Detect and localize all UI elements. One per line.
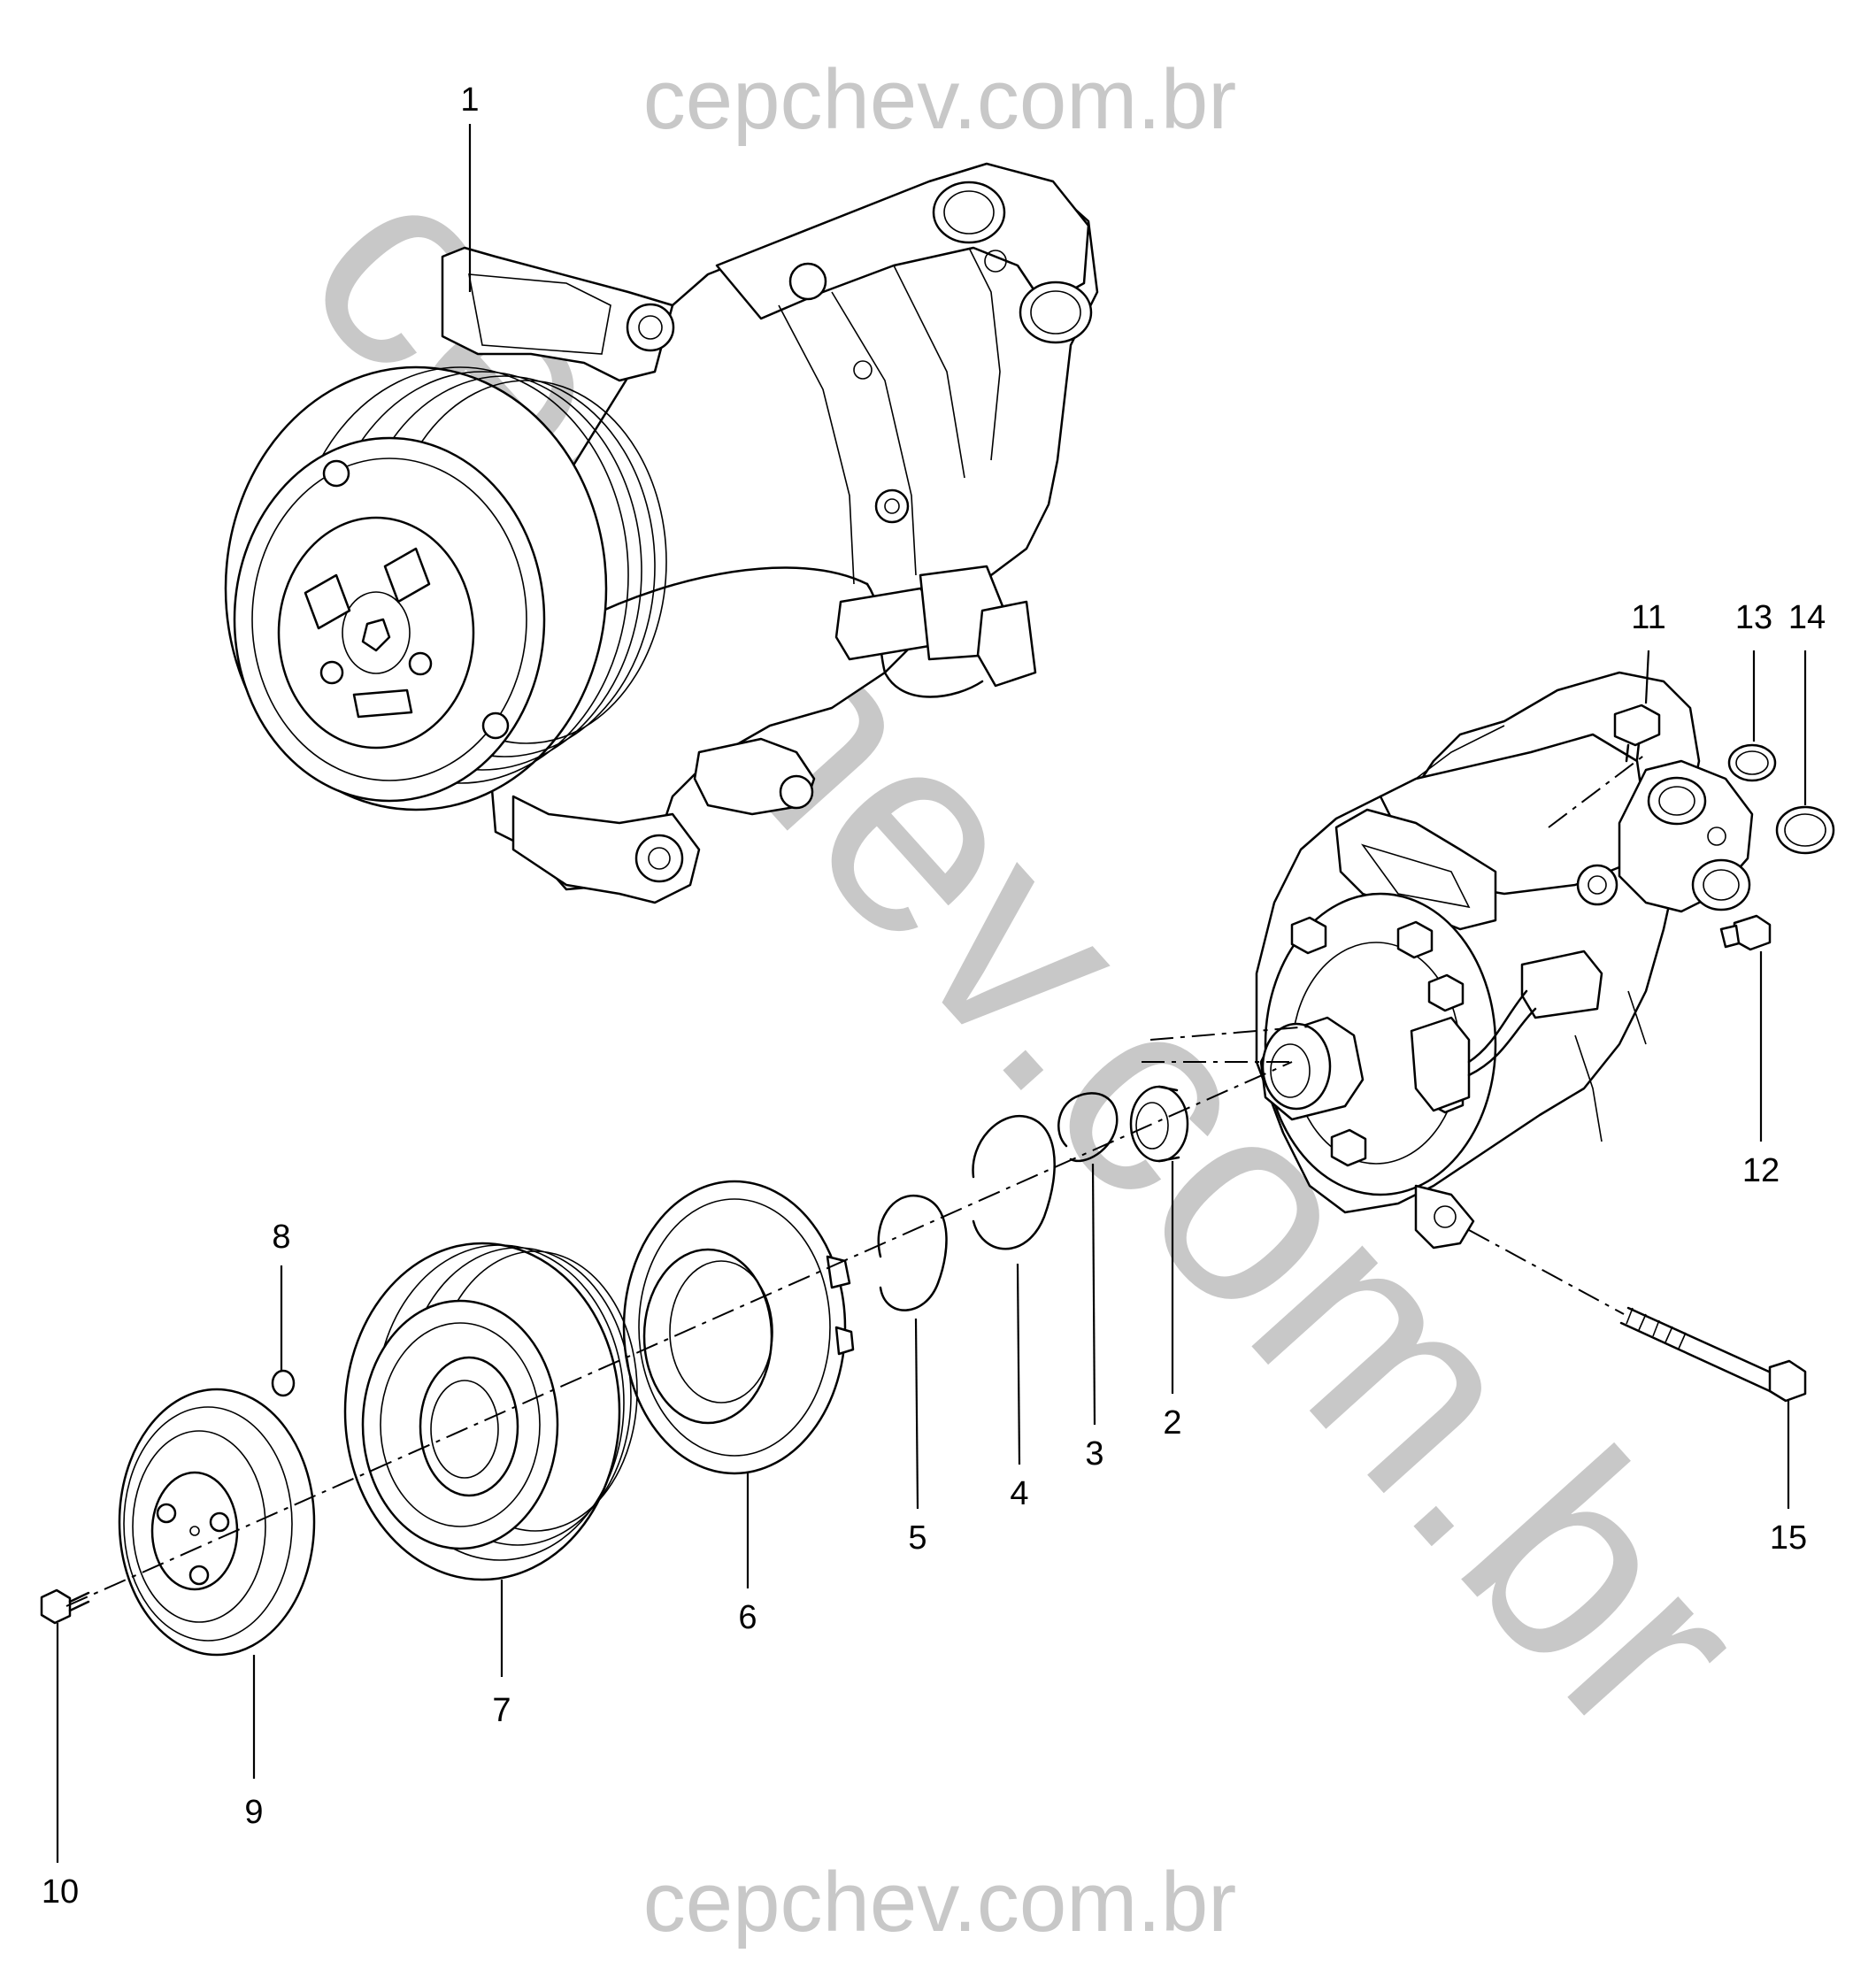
part-3-circlip-icon: [1057, 1092, 1119, 1163]
part-2-seal-icon: [1129, 1085, 1189, 1163]
callout-10: 10: [42, 1873, 79, 1911]
part-10-bolt-icon: [40, 1588, 90, 1625]
leader-lines: [56, 124, 1807, 1863]
axis-guide-upper: [1142, 1026, 1311, 1063]
front-face-icon: [1264, 892, 1497, 1196]
callout-4: 4: [1010, 1475, 1028, 1512]
part-11-plug-icon: [1613, 704, 1661, 763]
callout-6: 6: [738, 1599, 757, 1636]
part-14-o-ring-icon: [1775, 805, 1835, 855]
callout-1: 1: [460, 81, 479, 119]
part-4-snap-ring-icon: [972, 1114, 1056, 1250]
part-6-field-coil-icon: [622, 1180, 855, 1475]
part-5-snap-ring-icon: [877, 1194, 948, 1311]
compressor-assembly-illustration: [224, 162, 1099, 904]
watermark-bottom: cepchev.com.br: [643, 1855, 1237, 1949]
bolt-guide-line: [1468, 1229, 1625, 1315]
part-12-valve-icon: [1719, 914, 1772, 951]
callout-2: 2: [1163, 1404, 1181, 1442]
callout-15: 15: [1770, 1519, 1807, 1557]
callout-7: 7: [492, 1692, 511, 1729]
callout-13: 13: [1735, 599, 1772, 636]
callout-14: 14: [1788, 599, 1826, 636]
part-15-through-bolt-icon: [1619, 1306, 1807, 1403]
callout-5: 5: [908, 1519, 926, 1557]
plug-guide-line: [1548, 753, 1647, 828]
part-9-clutch-plate-icon: [118, 1388, 316, 1657]
center-axis-line: [65, 1061, 1293, 1607]
callout-9: 9: [244, 1794, 263, 1831]
callout-11: 11: [1631, 599, 1665, 636]
callout-12: 12: [1742, 1152, 1780, 1189]
compressor-body-illustration: [1255, 671, 1754, 1250]
part-8-shim-icon: [271, 1369, 296, 1397]
callout-3: 3: [1085, 1435, 1103, 1473]
part-13-o-ring-icon: [1727, 743, 1777, 782]
part-7-pulley-icon: [343, 1242, 638, 1581]
callout-8: 8: [272, 1219, 290, 1256]
watermark-top: cepchev.com.br: [643, 52, 1237, 147]
